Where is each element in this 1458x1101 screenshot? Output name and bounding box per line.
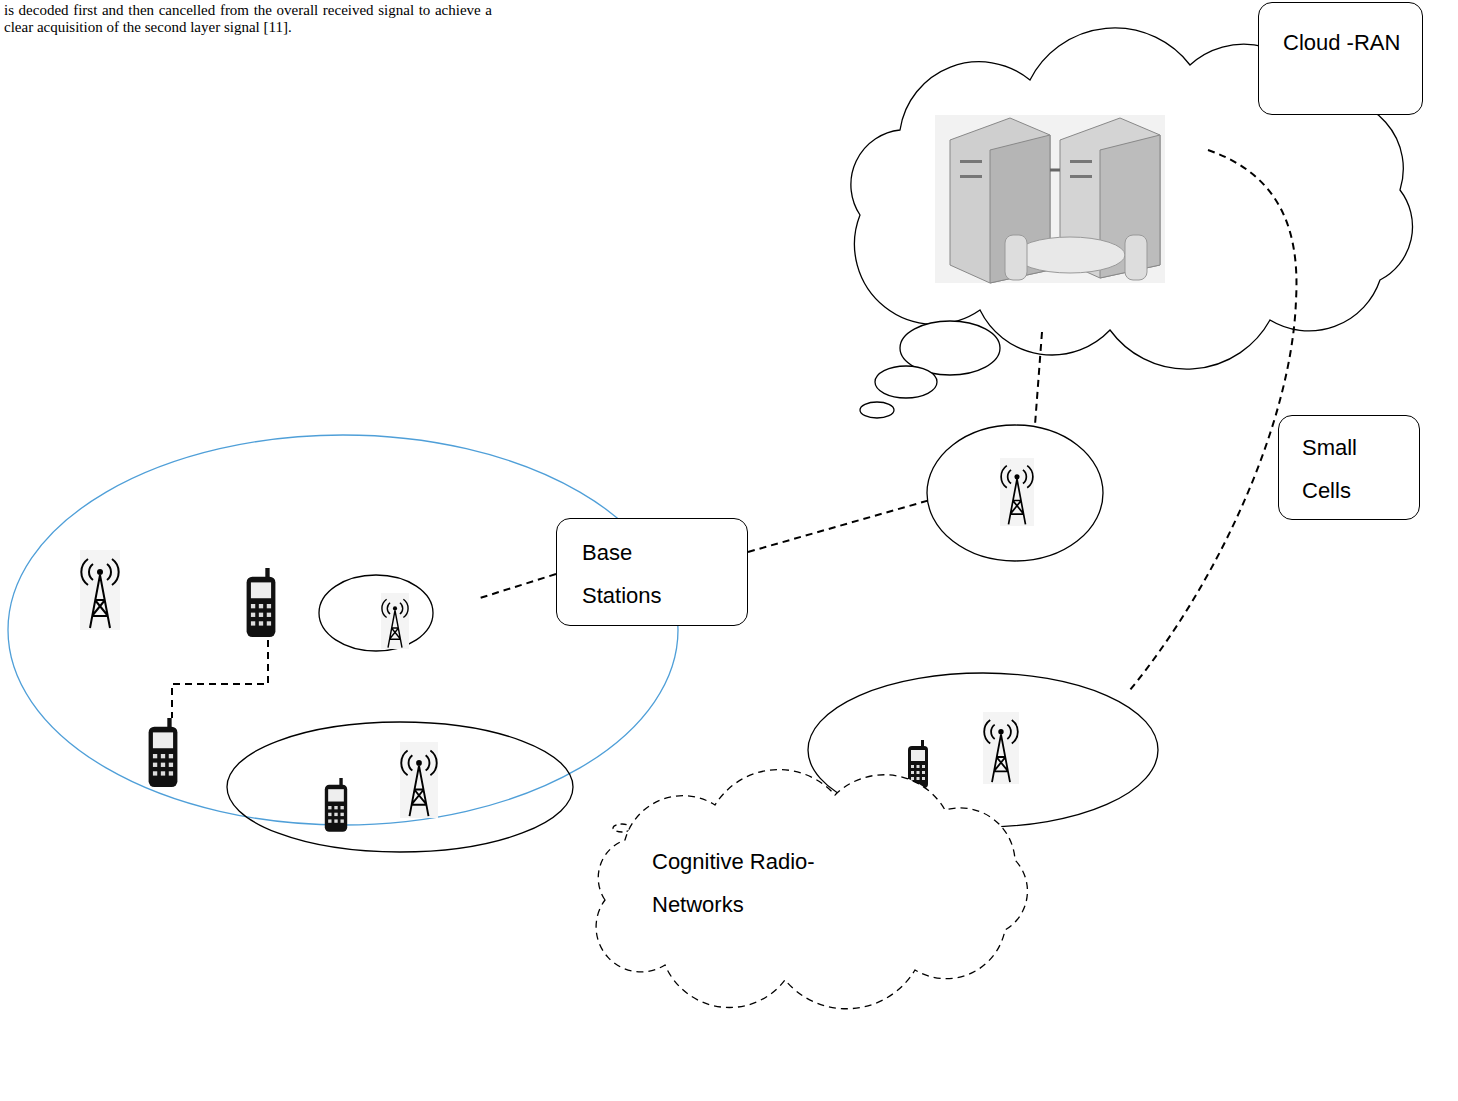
cell-ellipse <box>227 575 573 852</box>
node-label: Cognitive Radio- Networks <box>652 840 857 926</box>
cell-ellipse <box>808 425 1158 827</box>
cloud-outline <box>596 770 1027 1009</box>
callout-box: Base Stations <box>556 518 748 626</box>
cloud-outline <box>575 780 1035 985</box>
node-label: Small Cells <box>1302 426 1382 512</box>
cloud-shape: Cognitive Radio- Networks <box>575 780 1035 985</box>
node-label: Base Stations <box>582 531 682 617</box>
server-icon <box>935 115 1165 283</box>
title-box: Cloud -RAN <box>1258 2 1423 115</box>
paragraph-text: is decoded first and then cancelled from… <box>4 2 492 36</box>
thought-bubbles <box>860 321 1000 418</box>
dashed-link <box>172 150 1296 718</box>
callout-box: Small Cells <box>1278 415 1420 520</box>
coverage-ellipse <box>8 435 678 825</box>
node-label: Cloud -RAN <box>1283 21 1413 64</box>
tower-icon <box>80 458 1034 818</box>
